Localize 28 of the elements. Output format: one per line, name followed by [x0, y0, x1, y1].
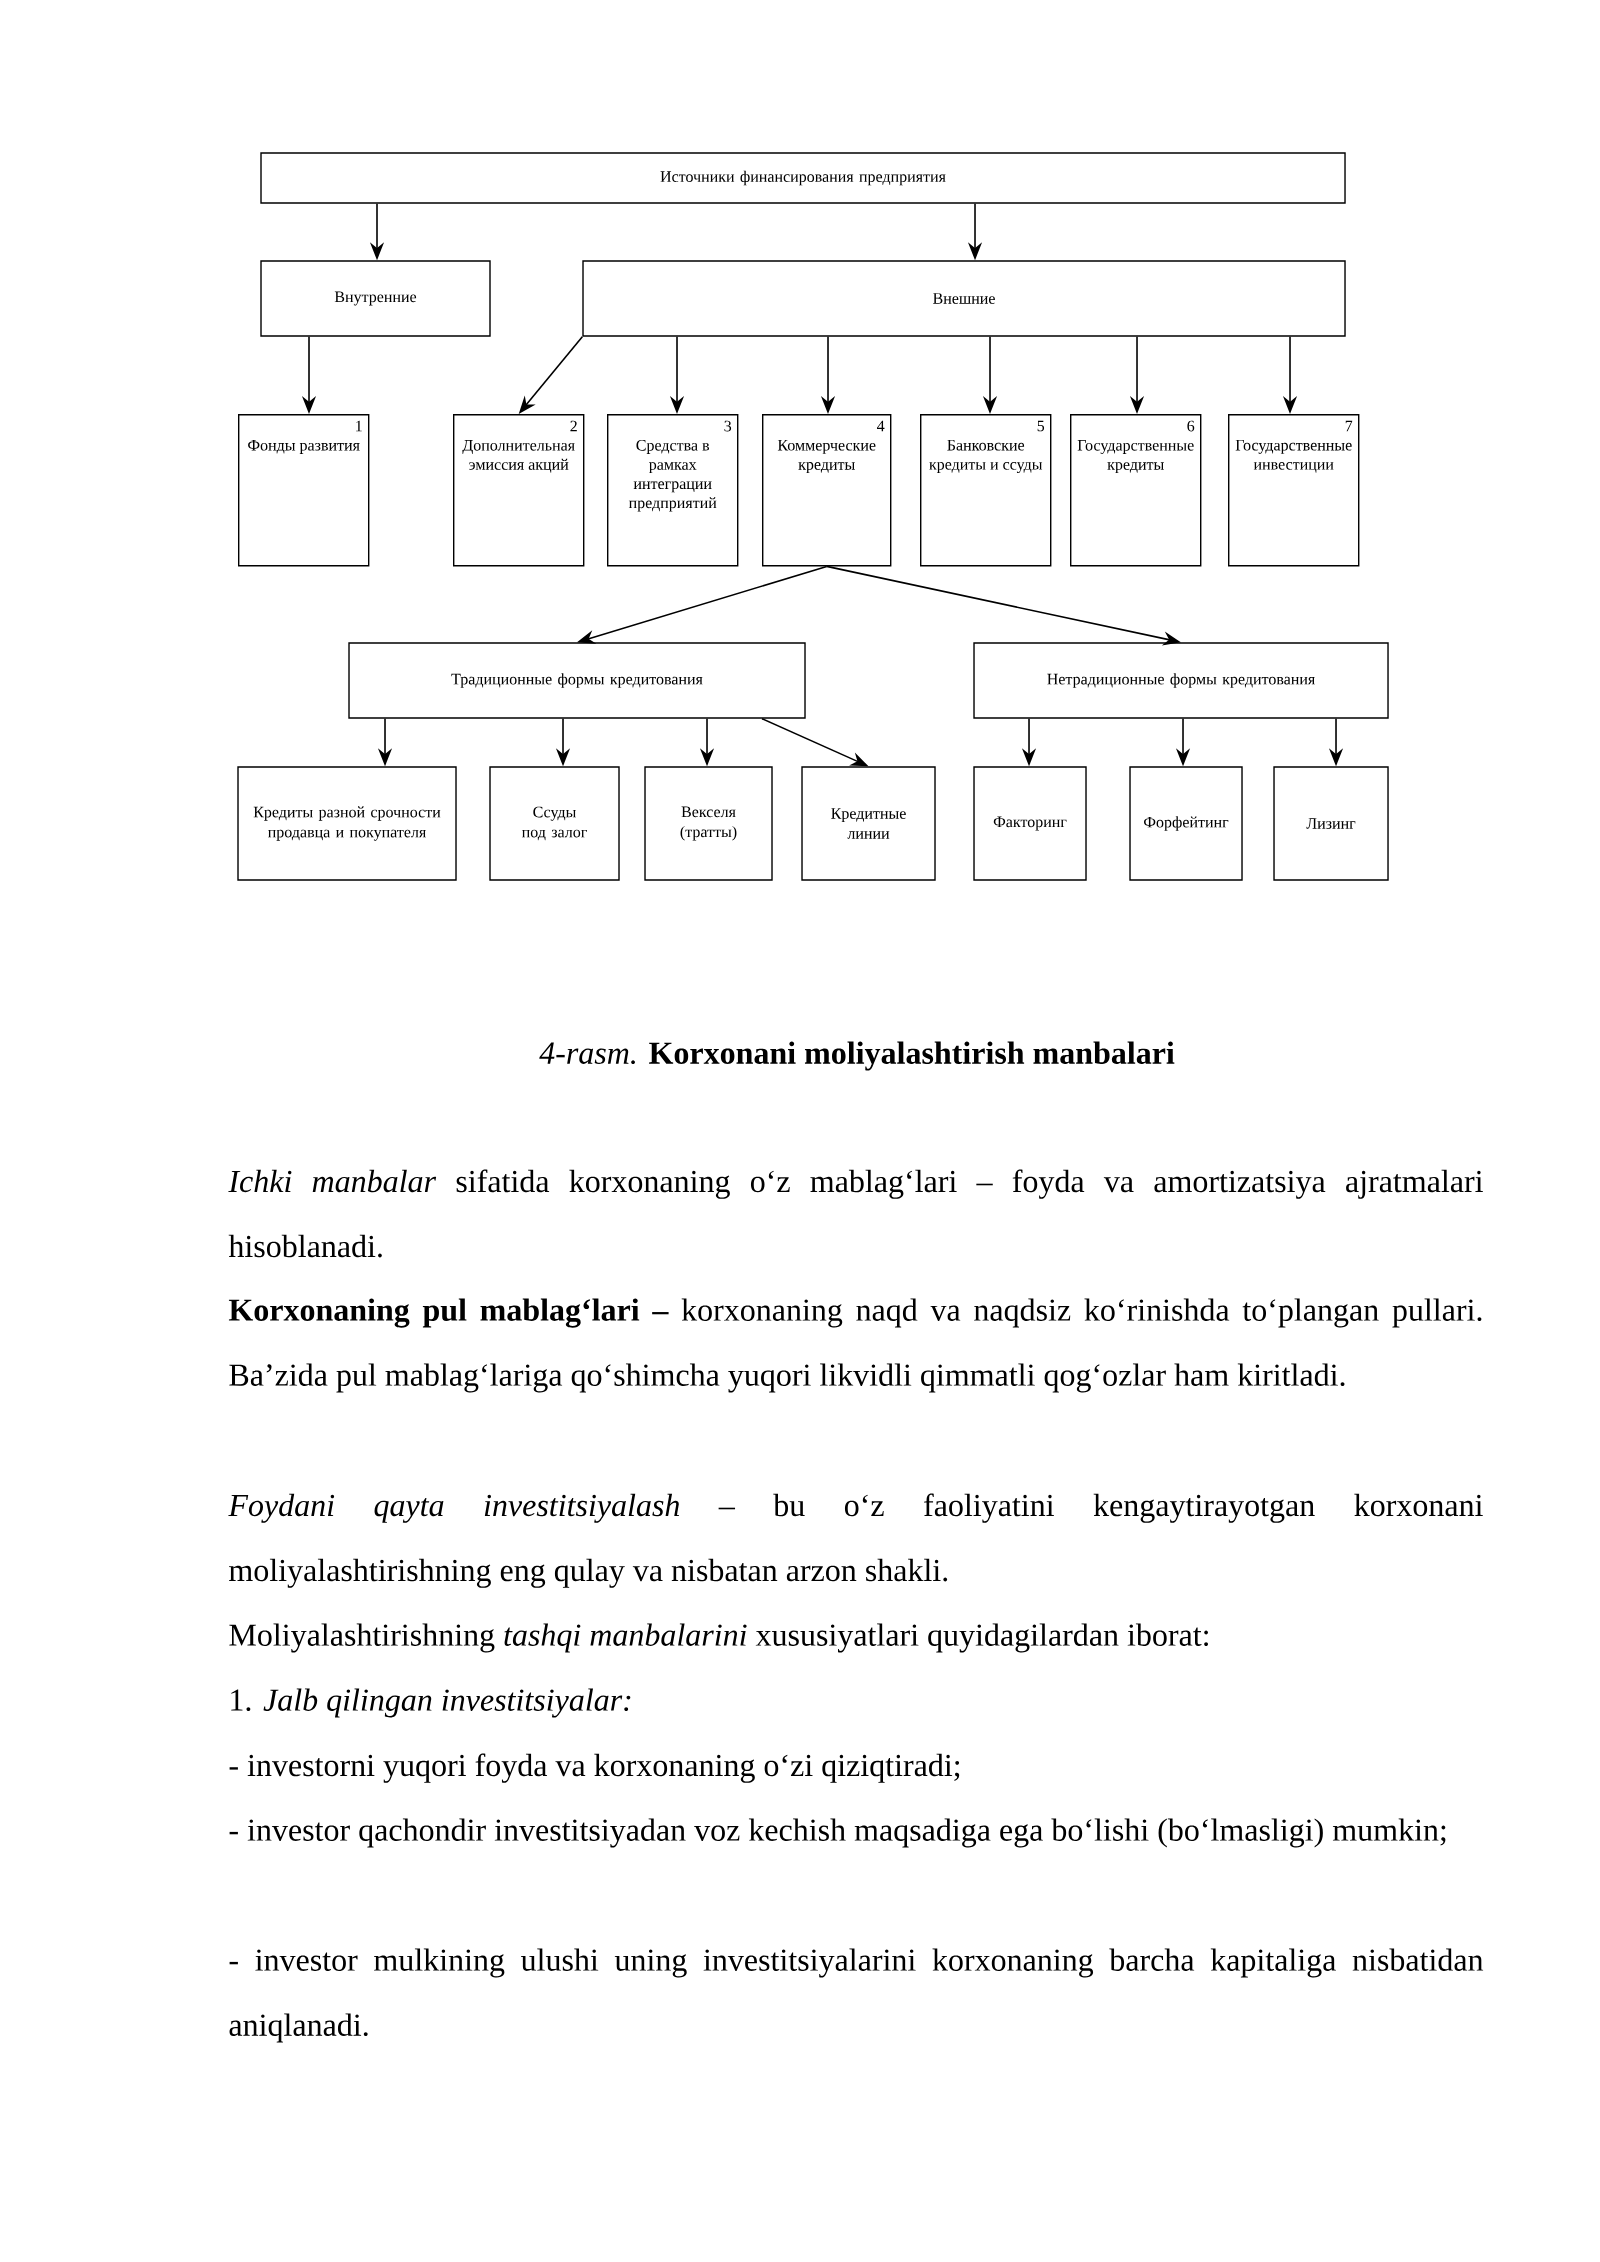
- paragraph: Foydani qayta investitsiyalash – bu o‘z faoliyatini kengaytirayotgan korxonani moliyalashtirishning eng qulay va nisbatan arzon shakli.: [228, 1493, 1483, 1588]
- form-box: Кредиты разной срочности продавца и покупателя: [237, 766, 457, 881]
- paragraph: - investor mulkining ulushi uning investitsiyalarini korxonaning barcha kapitaliga nisbatidan aniqlanadi.: [229, 1948, 1484, 2043]
- form-box: Ссуды под залог: [489, 766, 620, 881]
- paragraph: - investorni yuqori foyda va korxonaning o‘zi qiziqtiradi;: [229, 1753, 960, 1783]
- header-box: Источники финансирования предприятия: [260, 152, 1346, 204]
- source-box: 6 Государственные кредиты: [1070, 414, 1202, 567]
- paragraph: 1. Jalb qilingan investitsiyalar:: [231, 1688, 631, 1718]
- form-box: Кредитные линии: [801, 766, 936, 881]
- form-box: Лизинг: [1273, 766, 1389, 881]
- paragraph: Moliyalashtirishning tashqi manbalarini xususiyatlari quyidagilardan iborat:: [229, 1623, 1208, 1653]
- group-box: Нетрадиционные формы кредитования: [973, 642, 1389, 719]
- form-box: Факторинг: [973, 766, 1087, 881]
- category-box: Внутренние: [260, 260, 491, 337]
- category-box: Внешние: [582, 260, 1346, 337]
- paragraph: Korxonaning pul mablag‘lari – korxonaning naqd va naqdsiz ko‘rinishda to‘plangan pullari. Ba’zida pul mablag‘lariga qo‘shimcha yuqori likvidli qimmatli qog‘ozlar ham kiritladi.: [228, 1298, 1482, 1393]
- form-box: Векселя (тратты): [644, 766, 773, 881]
- source-box: 5 Банковские кредиты и ссуды: [920, 414, 1052, 567]
- source-box: 3 Средства в рамках интеграции предприятий: [607, 414, 739, 567]
- source-box: 1 Фонды развития: [238, 414, 370, 567]
- group-box: Традиционные формы кредитования: [348, 642, 806, 719]
- source-box: 7 Государственные инвестиции: [1228, 414, 1360, 567]
- source-box: 2 Дополнительная эмиссия акций: [453, 414, 585, 567]
- form-box: Форфейтинг: [1129, 766, 1243, 881]
- paragraph: Ichki manbalar sifatida korxonaning o‘z mablag‘lari – foyda va amortizatsiya ajratmalari hisoblanadi.: [228, 1169, 1483, 1258]
- figure-caption: 4-rasm. Korxonani moliyalashtirish manbalari: [539, 1041, 1175, 1071]
- paragraph: - investor qachondir investitsiyadan voz kechish maqsadiga ega bo‘lishi (bo‘lmasligi) mumkin;: [229, 1818, 1446, 1848]
- source-box: 4 Коммерческие кредиты: [762, 414, 892, 567]
